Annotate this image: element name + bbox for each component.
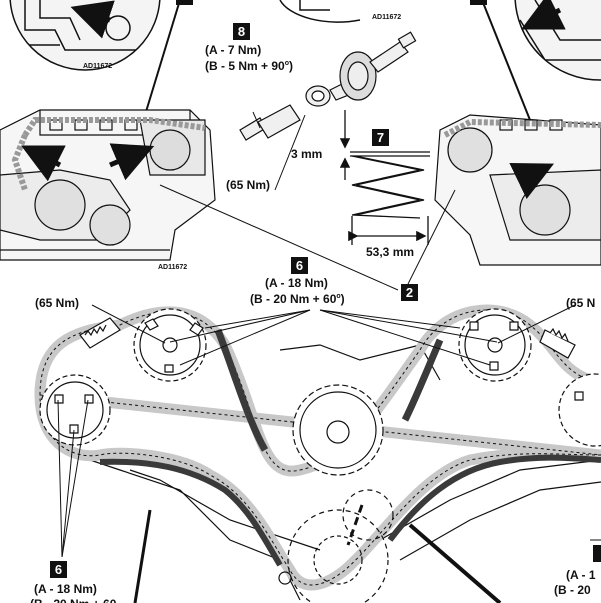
drawing-code-top-left: AD11672 bbox=[83, 63, 113, 70]
chain-right-head bbox=[443, 118, 601, 138]
chain-guide-bottom-left bbox=[99, 458, 283, 567]
leader-65 bbox=[274, 114, 306, 191]
callout-7-badge: 7 bbox=[372, 129, 389, 146]
cylinder-head-right bbox=[434, 114, 601, 266]
drawing-code-mid-left: AD11672 bbox=[158, 264, 188, 271]
camshaft-sprocket-right bbox=[458, 308, 532, 382]
left-camshaft-torque: (65 Nm) bbox=[35, 296, 80, 310]
callout-6-top-line2: (B - 20 Nm + 60o) bbox=[250, 292, 345, 306]
callout-8-badge: 8 bbox=[233, 23, 250, 40]
camshaft-sprocket-left-2 bbox=[39, 374, 111, 446]
camshaft-sprocket-right-2 bbox=[558, 373, 601, 447]
leader-2a bbox=[159, 184, 399, 291]
callout-6-bottom-line2: (B - 20 Nm + 60 bbox=[30, 597, 116, 603]
right-bottom-line1-partial: (A - 1 bbox=[566, 568, 596, 582]
callout-2-badge: 2 bbox=[401, 284, 418, 301]
magnified-detail-top-middle bbox=[279, 0, 361, 23]
spring-gap-label: 3 mm bbox=[291, 147, 323, 161]
leader-line bbox=[481, 0, 531, 121]
callout-8-washer-torque: (65 Nm) bbox=[226, 178, 271, 192]
crank-sprocket bbox=[278, 489, 394, 603]
drawing-code-top-right: AD11672 bbox=[372, 14, 402, 21]
right-camshaft-torque: (65 N bbox=[566, 296, 596, 310]
intermediate-sprocket bbox=[292, 384, 384, 476]
chain-guide-left bbox=[214, 328, 269, 452]
timing-chain-links bbox=[39, 309, 601, 586]
arrow-left-head-2 bbox=[109, 143, 155, 181]
callout-8-line1: (A - 7 Nm) bbox=[205, 43, 262, 57]
leader-2b bbox=[407, 189, 456, 285]
arrow-left-head-1 bbox=[21, 145, 66, 182]
tensioner-right bbox=[539, 327, 576, 359]
chain-guide-bottom-right bbox=[387, 454, 601, 542]
badge-top-clip bbox=[176, 0, 193, 5]
camshaft-sprocket-left bbox=[133, 308, 207, 382]
callout-6-top-line1: (A - 18 Nm) bbox=[265, 276, 328, 290]
magnified-detail-top-left bbox=[9, 0, 161, 71]
tensioner-spring bbox=[339, 110, 430, 245]
callout-8-line2: (B - 5 Nm + 90o) bbox=[205, 59, 293, 73]
leader-line bbox=[144, 0, 181, 116]
right-bottom-line2-partial: (B - 20 bbox=[554, 583, 591, 597]
cylinder-head-left bbox=[0, 109, 216, 261]
bolt-leaders bbox=[57, 304, 601, 603]
callout-6-top-badge: 6 bbox=[291, 257, 308, 274]
callout-6-bottom-badge: 6 bbox=[50, 561, 67, 578]
arrow-right-head bbox=[509, 162, 555, 200]
leader-8 bbox=[252, 111, 261, 129]
tensioner-exploded bbox=[239, 31, 417, 141]
badge-top-right-clip bbox=[470, 0, 487, 5]
tensioner-left bbox=[79, 317, 121, 349]
callout-right-badge-partial bbox=[593, 545, 601, 562]
chain-guide-right bbox=[401, 338, 444, 422]
callout-6-bottom-line1: (A - 18 Nm) bbox=[34, 582, 97, 596]
spring-length-label: 53,3 mm bbox=[366, 245, 415, 259]
magnified-detail-top-right bbox=[514, 0, 601, 81]
